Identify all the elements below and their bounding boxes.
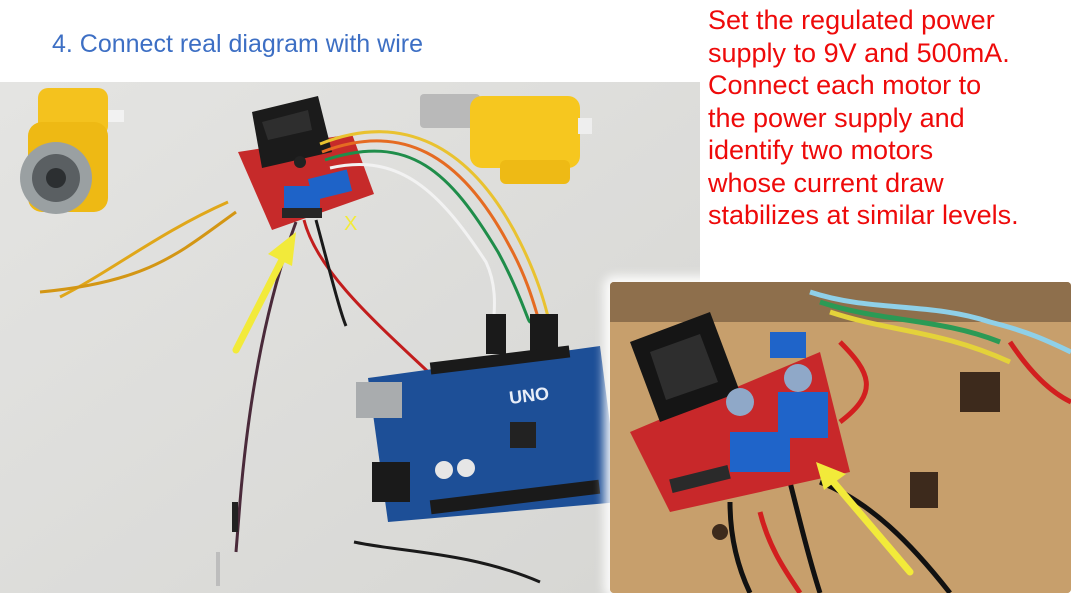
instruction-line: whose current draw bbox=[708, 167, 944, 198]
motor-driver-board bbox=[238, 96, 374, 230]
pin-end bbox=[232, 502, 238, 532]
header-pins bbox=[486, 314, 506, 354]
arduino-board bbox=[356, 345, 620, 522]
wiring-photo: UNO X bbox=[0, 82, 700, 593]
marker-x: X bbox=[344, 213, 357, 235]
driver-closeup-photo bbox=[610, 282, 1071, 593]
arrow-icon bbox=[232, 232, 296, 354]
instruction-line: Set the regulated power bbox=[708, 5, 995, 35]
closeup-wires bbox=[727, 289, 1071, 593]
pin-end bbox=[216, 552, 220, 586]
header-pins bbox=[530, 314, 558, 354]
panel-hole bbox=[712, 524, 728, 540]
instruction-line: supply to 9V and 500mA. bbox=[708, 37, 1010, 68]
arrow-icon bbox=[816, 462, 914, 576]
instruction-line: Connect each motor to bbox=[708, 70, 982, 100]
jumper-wires bbox=[39, 130, 552, 584]
right-motor bbox=[420, 94, 592, 184]
left-motor bbox=[20, 88, 124, 214]
board-label: UNO bbox=[508, 383, 550, 408]
panel-hole bbox=[910, 472, 938, 508]
instructions-text: Set the regulated power supply to 9V and… bbox=[708, 4, 1068, 232]
step-title: 4. Connect real diagram with wire bbox=[52, 30, 423, 58]
closeup-driver-board bbox=[630, 312, 850, 512]
instruction-line: stabilizes at similar levels. bbox=[708, 200, 1019, 230]
instruction-line: identify two motors bbox=[708, 135, 934, 165]
instruction-line: the power supply and bbox=[708, 102, 965, 133]
panel-hole bbox=[960, 372, 1000, 412]
